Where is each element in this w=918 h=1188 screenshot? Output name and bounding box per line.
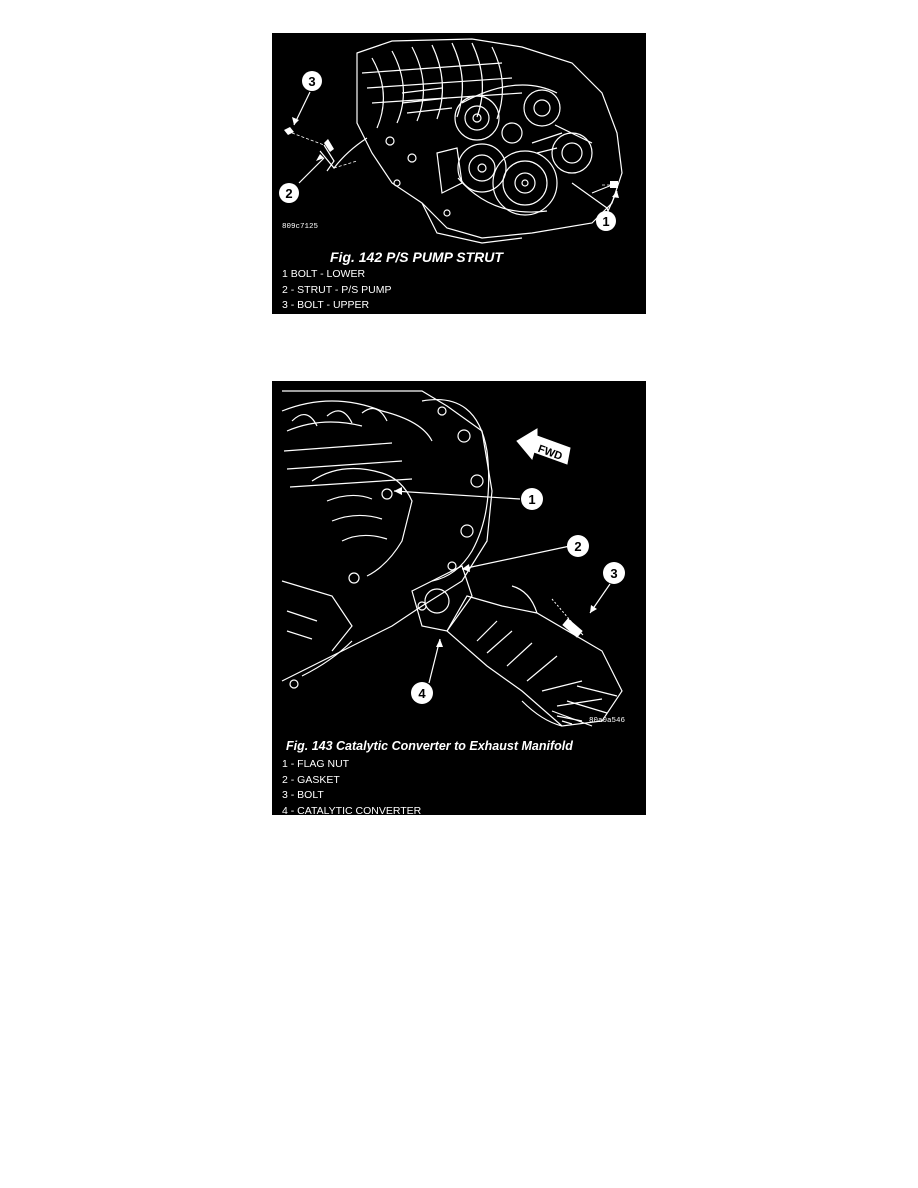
figure-catalytic-converter: FWD 1 2 3 4 80a0a546 Fig. 143 Catalytic … [272, 381, 646, 815]
image-code: 80a0a546 [589, 717, 626, 725]
callout-1-label: 1 [602, 214, 609, 229]
callout-1-circle [521, 488, 543, 510]
callout-4-label: 4 [418, 686, 426, 701]
forward-arrow-icon: FWD [516, 428, 571, 465]
callout-3-circle [302, 71, 322, 91]
callout-1-circle [596, 211, 616, 231]
callout-1-label: 1 [528, 492, 535, 507]
callout-4-circle [411, 682, 433, 704]
figure-title: Fig. 142 P/S PUMP STRUT [330, 249, 503, 265]
legend-item: 3 - BOLT [282, 789, 324, 801]
callout-3-label: 3 [308, 74, 315, 89]
legend-item: 4 - CATALYTIC CONVERTER [282, 804, 422, 816]
legend-item: 2 - GASKET [282, 773, 340, 786]
legend-item: 3 - BOLT - UPPER [282, 299, 370, 311]
engine-illustration-exhaust: FWD 1 2 3 4 [281, 390, 625, 727]
legend-item: 1 - FLAG NUT [282, 758, 350, 770]
engine-illustration-ps-pump: 3 2 1 [279, 38, 623, 244]
callout-2-label: 2 [285, 186, 292, 201]
figure-title: Fig. 143 Catalytic Converter to Exhaust … [286, 739, 573, 753]
callout-2-circle [567, 535, 589, 557]
image-code: 809c7125 [282, 223, 319, 231]
callout-3-circle [603, 562, 625, 584]
callout-3-label: 3 [610, 566, 617, 581]
callout-2-label: 2 [574, 539, 581, 554]
figure-ps-pump-strut: 3 2 1 809c7125 Fig. 142 P/S PUMP STRUT 1… [272, 33, 646, 314]
legend-item: 1 BOLT - LOWER [282, 268, 366, 280]
legend-item: 2 - STRUT - P/S PUMP [282, 283, 392, 296]
figure-legend: 1 - FLAG NUT 2 - GASKET 3 - BOLT 4 - CAT… [282, 757, 421, 815]
callout-2-circle [279, 183, 299, 203]
figure-legend: 1 BOLT - LOWER 2 - STRUT - P/S PUMP 3 - … [282, 267, 392, 314]
